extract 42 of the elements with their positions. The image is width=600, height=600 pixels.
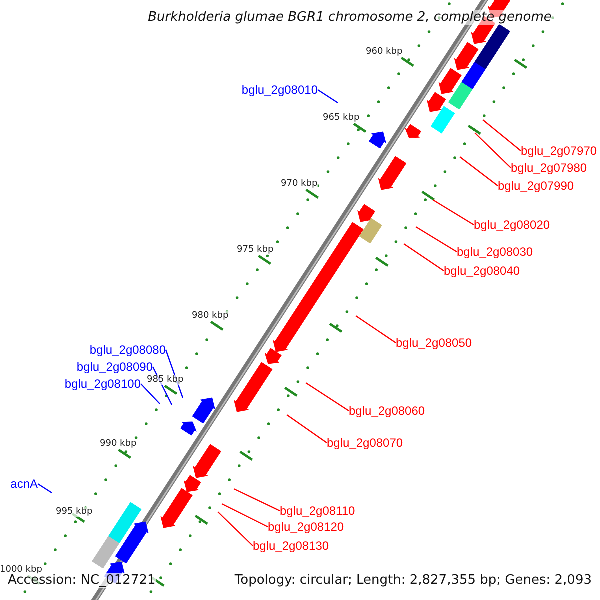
leader-line	[38, 484, 52, 494]
leader-line	[432, 199, 474, 226]
gene-label: acnA	[10, 477, 38, 491]
gene-label: bglu_2g08070	[327, 436, 404, 450]
scale-label: 980 kbp	[192, 311, 229, 321]
scale-label: 985 kbp	[147, 375, 184, 385]
gene-label: bglu_2g07970	[521, 144, 598, 158]
gene-label: bglu_2g08030	[457, 245, 534, 259]
gene-label: bglu_2g08090	[76, 360, 153, 374]
leader-line	[140, 384, 160, 404]
gene-label: bglu_2g08120	[268, 520, 344, 534]
scale-label: 965 kbp	[323, 113, 360, 123]
scale-label: 995 kbp	[56, 507, 93, 517]
leader-line	[482, 120, 522, 152]
leader-line	[356, 316, 396, 344]
leader-line	[222, 503, 268, 528]
leader-line	[460, 156, 498, 186]
gene-label: bglu_2g07980	[511, 161, 588, 175]
gene-label: bglu_2g08110	[280, 504, 356, 518]
leader-line	[234, 488, 280, 512]
leader-line	[416, 226, 458, 253]
gene-label: bglu_2g08020	[474, 218, 550, 232]
gene-label: bglu_2g07990	[498, 179, 574, 193]
leader-line	[218, 512, 254, 546]
leader-line	[306, 382, 350, 412]
gene-label: bglu_2g08060	[349, 404, 426, 418]
scale-label: 975 kbp	[237, 245, 274, 255]
leader-line	[318, 90, 338, 104]
accession-text: Accession: NC_012721	[8, 573, 156, 588]
gene-label: bglu_2g08080	[90, 343, 166, 357]
genome-summary-text: Topology: circular; Length: 2,827,355 bp; Genes: 2,093	[234, 573, 592, 588]
scale-label: 970 kbp	[281, 179, 318, 189]
leader-line	[286, 414, 328, 444]
gene-label: bglu_2g08040	[444, 264, 520, 278]
gene-label: bglu_2g08050	[396, 336, 472, 350]
gene-label: bglu_2g08130	[253, 539, 330, 553]
scale-label: 990 kbp	[100, 439, 137, 449]
leader-line	[404, 244, 444, 272]
gene-label: bglu_2g08100	[64, 377, 141, 391]
gene-label: bglu_2g08010	[242, 83, 318, 97]
scale-label: 960 kbp	[366, 47, 403, 57]
leader-line	[474, 132, 512, 168]
